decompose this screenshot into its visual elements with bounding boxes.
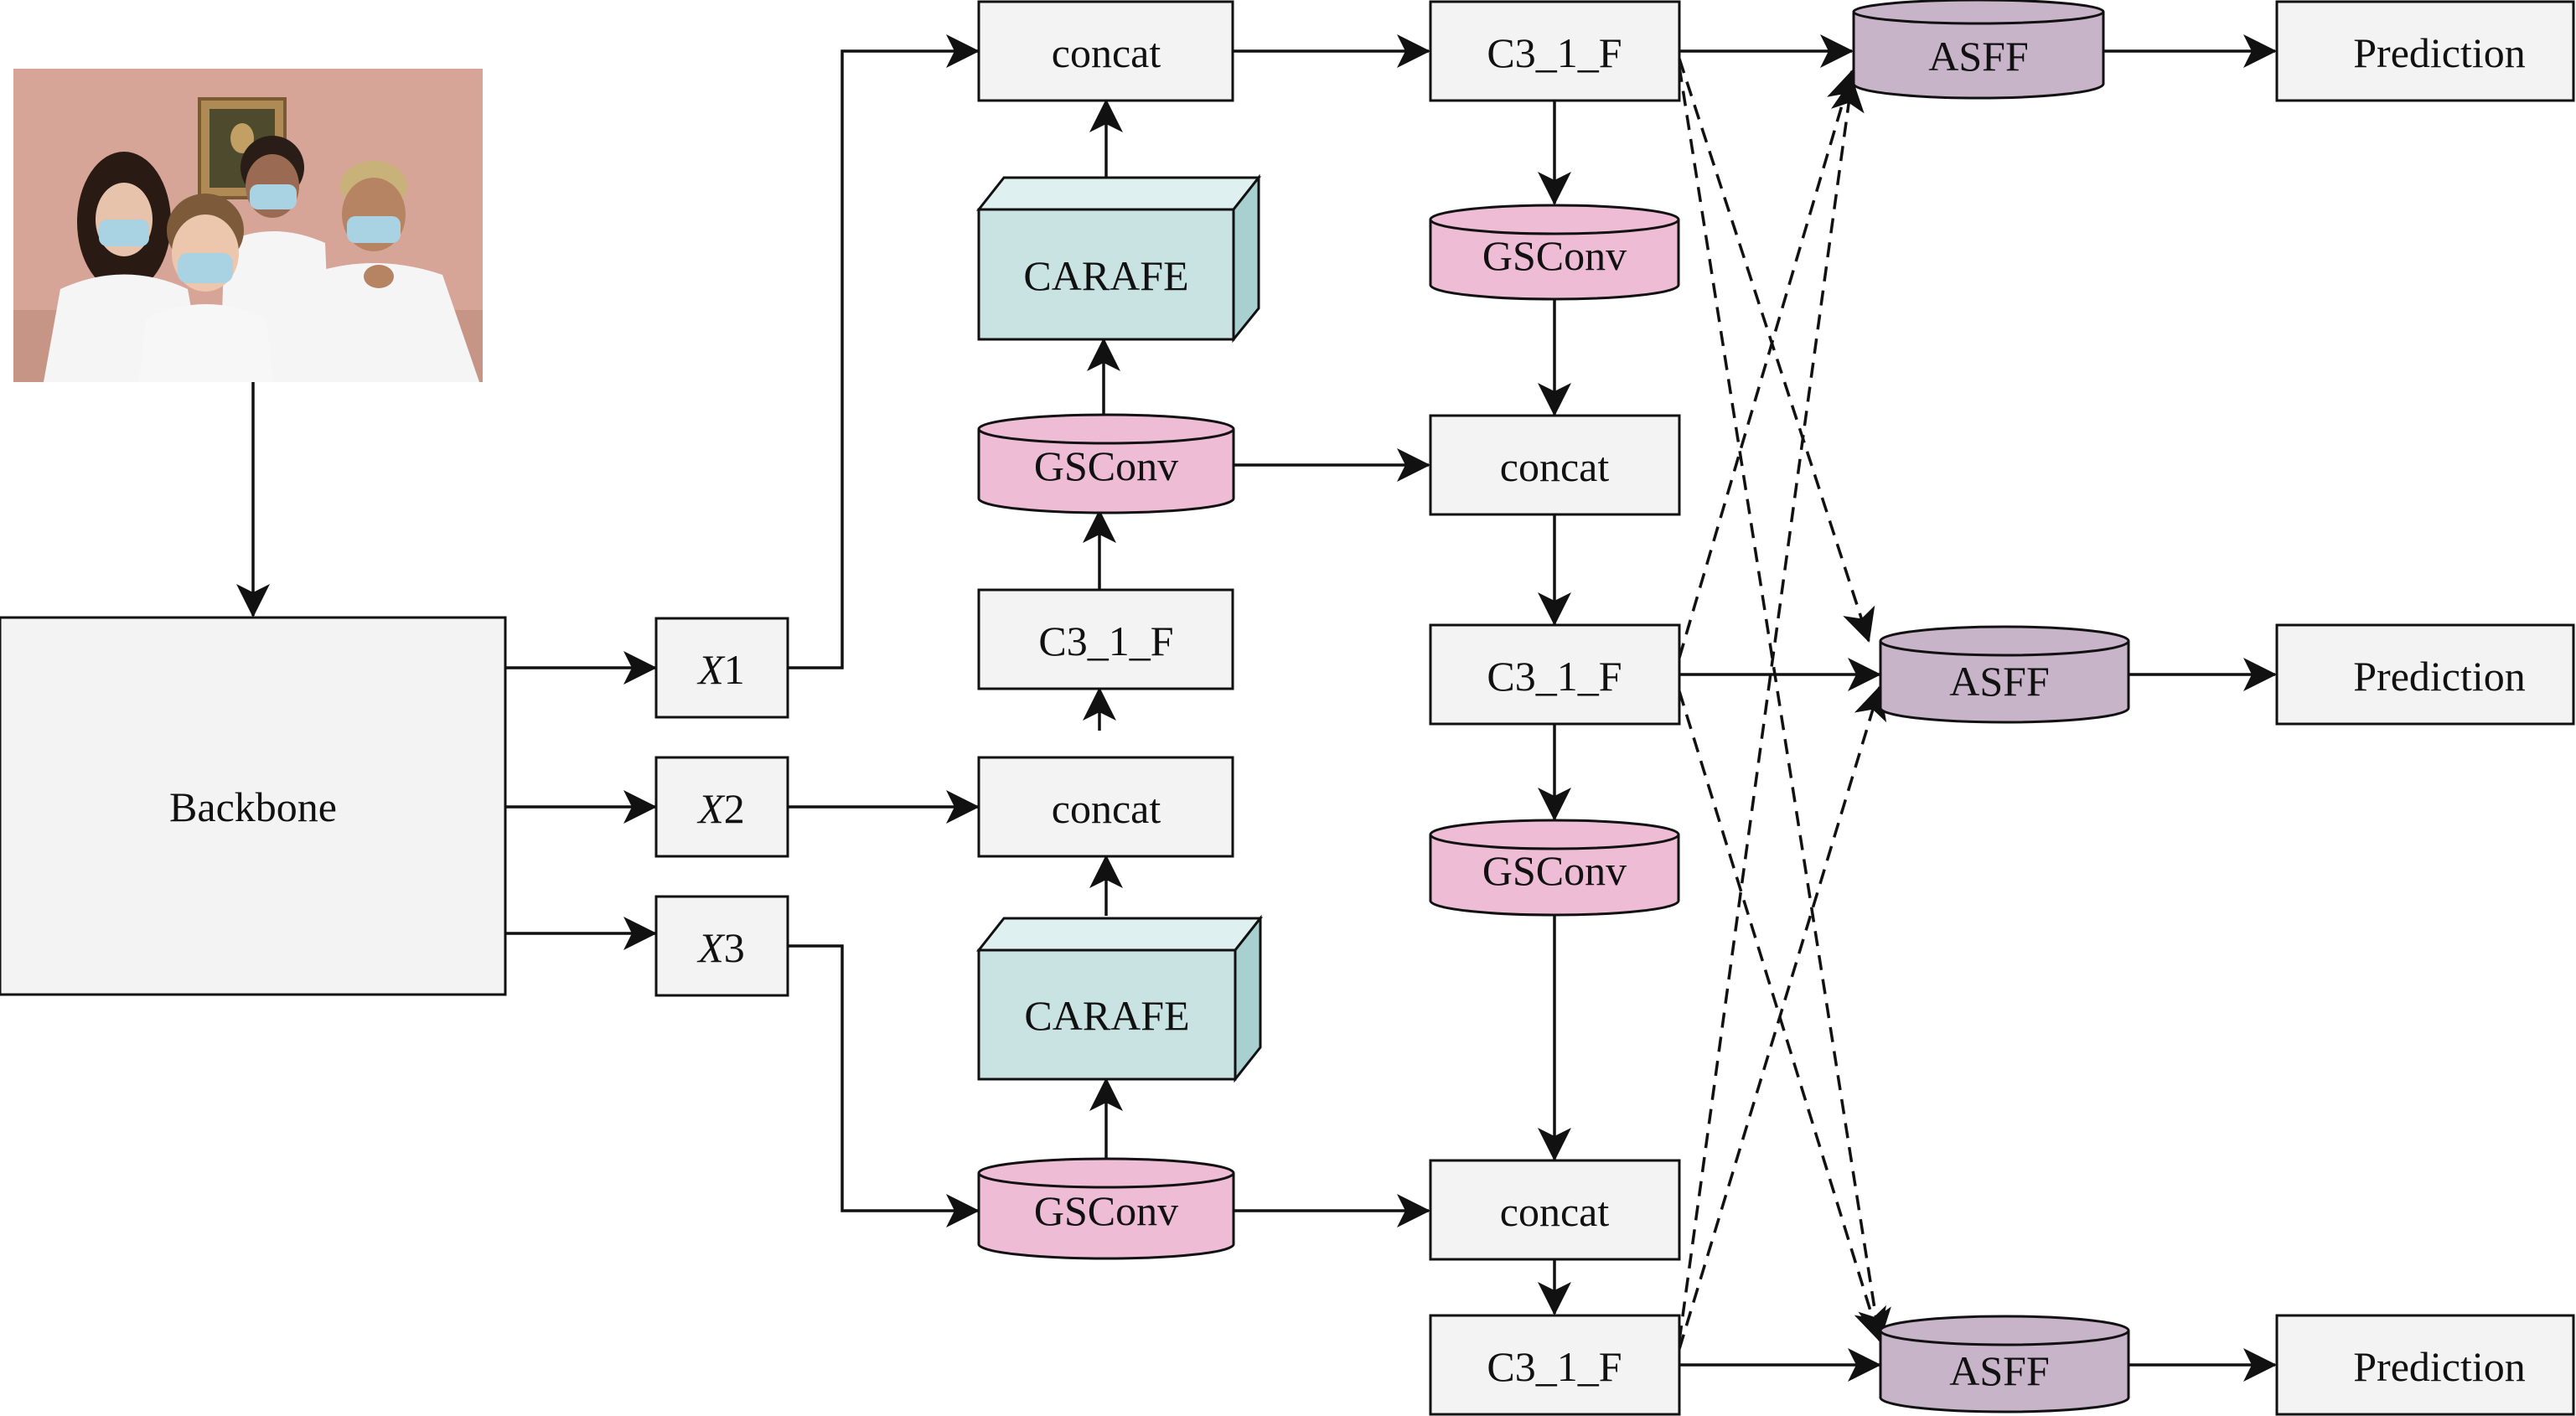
prediction-node-middle: Prediction xyxy=(2275,623,2575,726)
svg-text:CARAFE: CARAFE xyxy=(1024,992,1189,1039)
svg-text:concat: concat xyxy=(1052,785,1161,832)
asff-node-bottom: ASFF xyxy=(1879,1315,2130,1413)
svg-text:GSConv: GSConv xyxy=(1482,232,1627,279)
gsconv-node-col1-lower: GSConv xyxy=(977,1157,1235,1260)
svg-text:ASFF: ASFF xyxy=(1928,33,2029,80)
svg-text:X2: X2 xyxy=(696,785,745,832)
svg-text:X3: X3 xyxy=(696,924,745,971)
c3-node-col2-middle: C3_1_F xyxy=(1429,623,1681,726)
svg-text:GSConv: GSConv xyxy=(1034,1187,1178,1234)
svg-text:GSConv: GSConv xyxy=(1482,847,1627,894)
svg-text:C3_1_F: C3_1_F xyxy=(1487,653,1622,700)
c3-node-col2-bottom: C3_1_F xyxy=(1429,1314,1681,1416)
x1-node: X1 xyxy=(654,617,789,719)
svg-text:Prediction: Prediction xyxy=(2353,1343,2526,1390)
svg-text:ASFF: ASFF xyxy=(1949,658,2050,705)
svg-text:C3_1_F: C3_1_F xyxy=(1038,618,1173,664)
gsconv-node-col2-upper: GSConv xyxy=(1429,204,1680,301)
x2-node: X2 xyxy=(654,756,789,858)
svg-text:X1: X1 xyxy=(696,646,745,693)
x3-node: X3 xyxy=(654,895,789,997)
concat-node-col2-upper: concat xyxy=(1429,414,1681,516)
carafe-block-upper: CARAFE xyxy=(975,173,1262,344)
svg-text:GSConv: GSConv xyxy=(1034,442,1178,489)
prediction-node-top: Prediction xyxy=(2275,0,2575,102)
svg-text:Prediction: Prediction xyxy=(2353,653,2526,700)
prediction-node-bottom: Prediction xyxy=(2275,1314,2575,1416)
concat-node-middle-col1: concat xyxy=(977,756,1234,858)
svg-text:concat: concat xyxy=(1500,1188,1610,1235)
gsconv-node-col2-lower: GSConv xyxy=(1429,819,1680,917)
concat-node-col2-lower: concat xyxy=(1429,1159,1681,1261)
svg-text:CARAFE: CARAFE xyxy=(1023,252,1188,299)
concat-node-top: concat xyxy=(977,0,1234,102)
svg-text:ASFF: ASFF xyxy=(1949,1347,2050,1394)
c3-node-col2-top: C3_1_F xyxy=(1429,0,1681,102)
connections xyxy=(236,34,2277,1382)
svg-text:concat: concat xyxy=(1052,29,1161,76)
asff-node-top: ASFF xyxy=(1852,0,2105,100)
c3-node-col1: C3_1_F xyxy=(977,588,1234,690)
input-image xyxy=(13,69,483,382)
svg-text:Prediction: Prediction xyxy=(2353,29,2526,76)
svg-text:concat: concat xyxy=(1500,443,1610,490)
carafe-block-lower: CARAFE xyxy=(975,914,1264,1083)
svg-text:C3_1_F: C3_1_F xyxy=(1487,29,1622,76)
asff-node-middle: ASFF xyxy=(1879,625,2130,724)
svg-text:C3_1_F: C3_1_F xyxy=(1487,1343,1622,1390)
svg-text:Backbone: Backbone xyxy=(169,783,337,830)
gsconv-node-col1-upper: GSConv xyxy=(977,413,1235,514)
backbone-block: Backbone xyxy=(0,616,507,996)
